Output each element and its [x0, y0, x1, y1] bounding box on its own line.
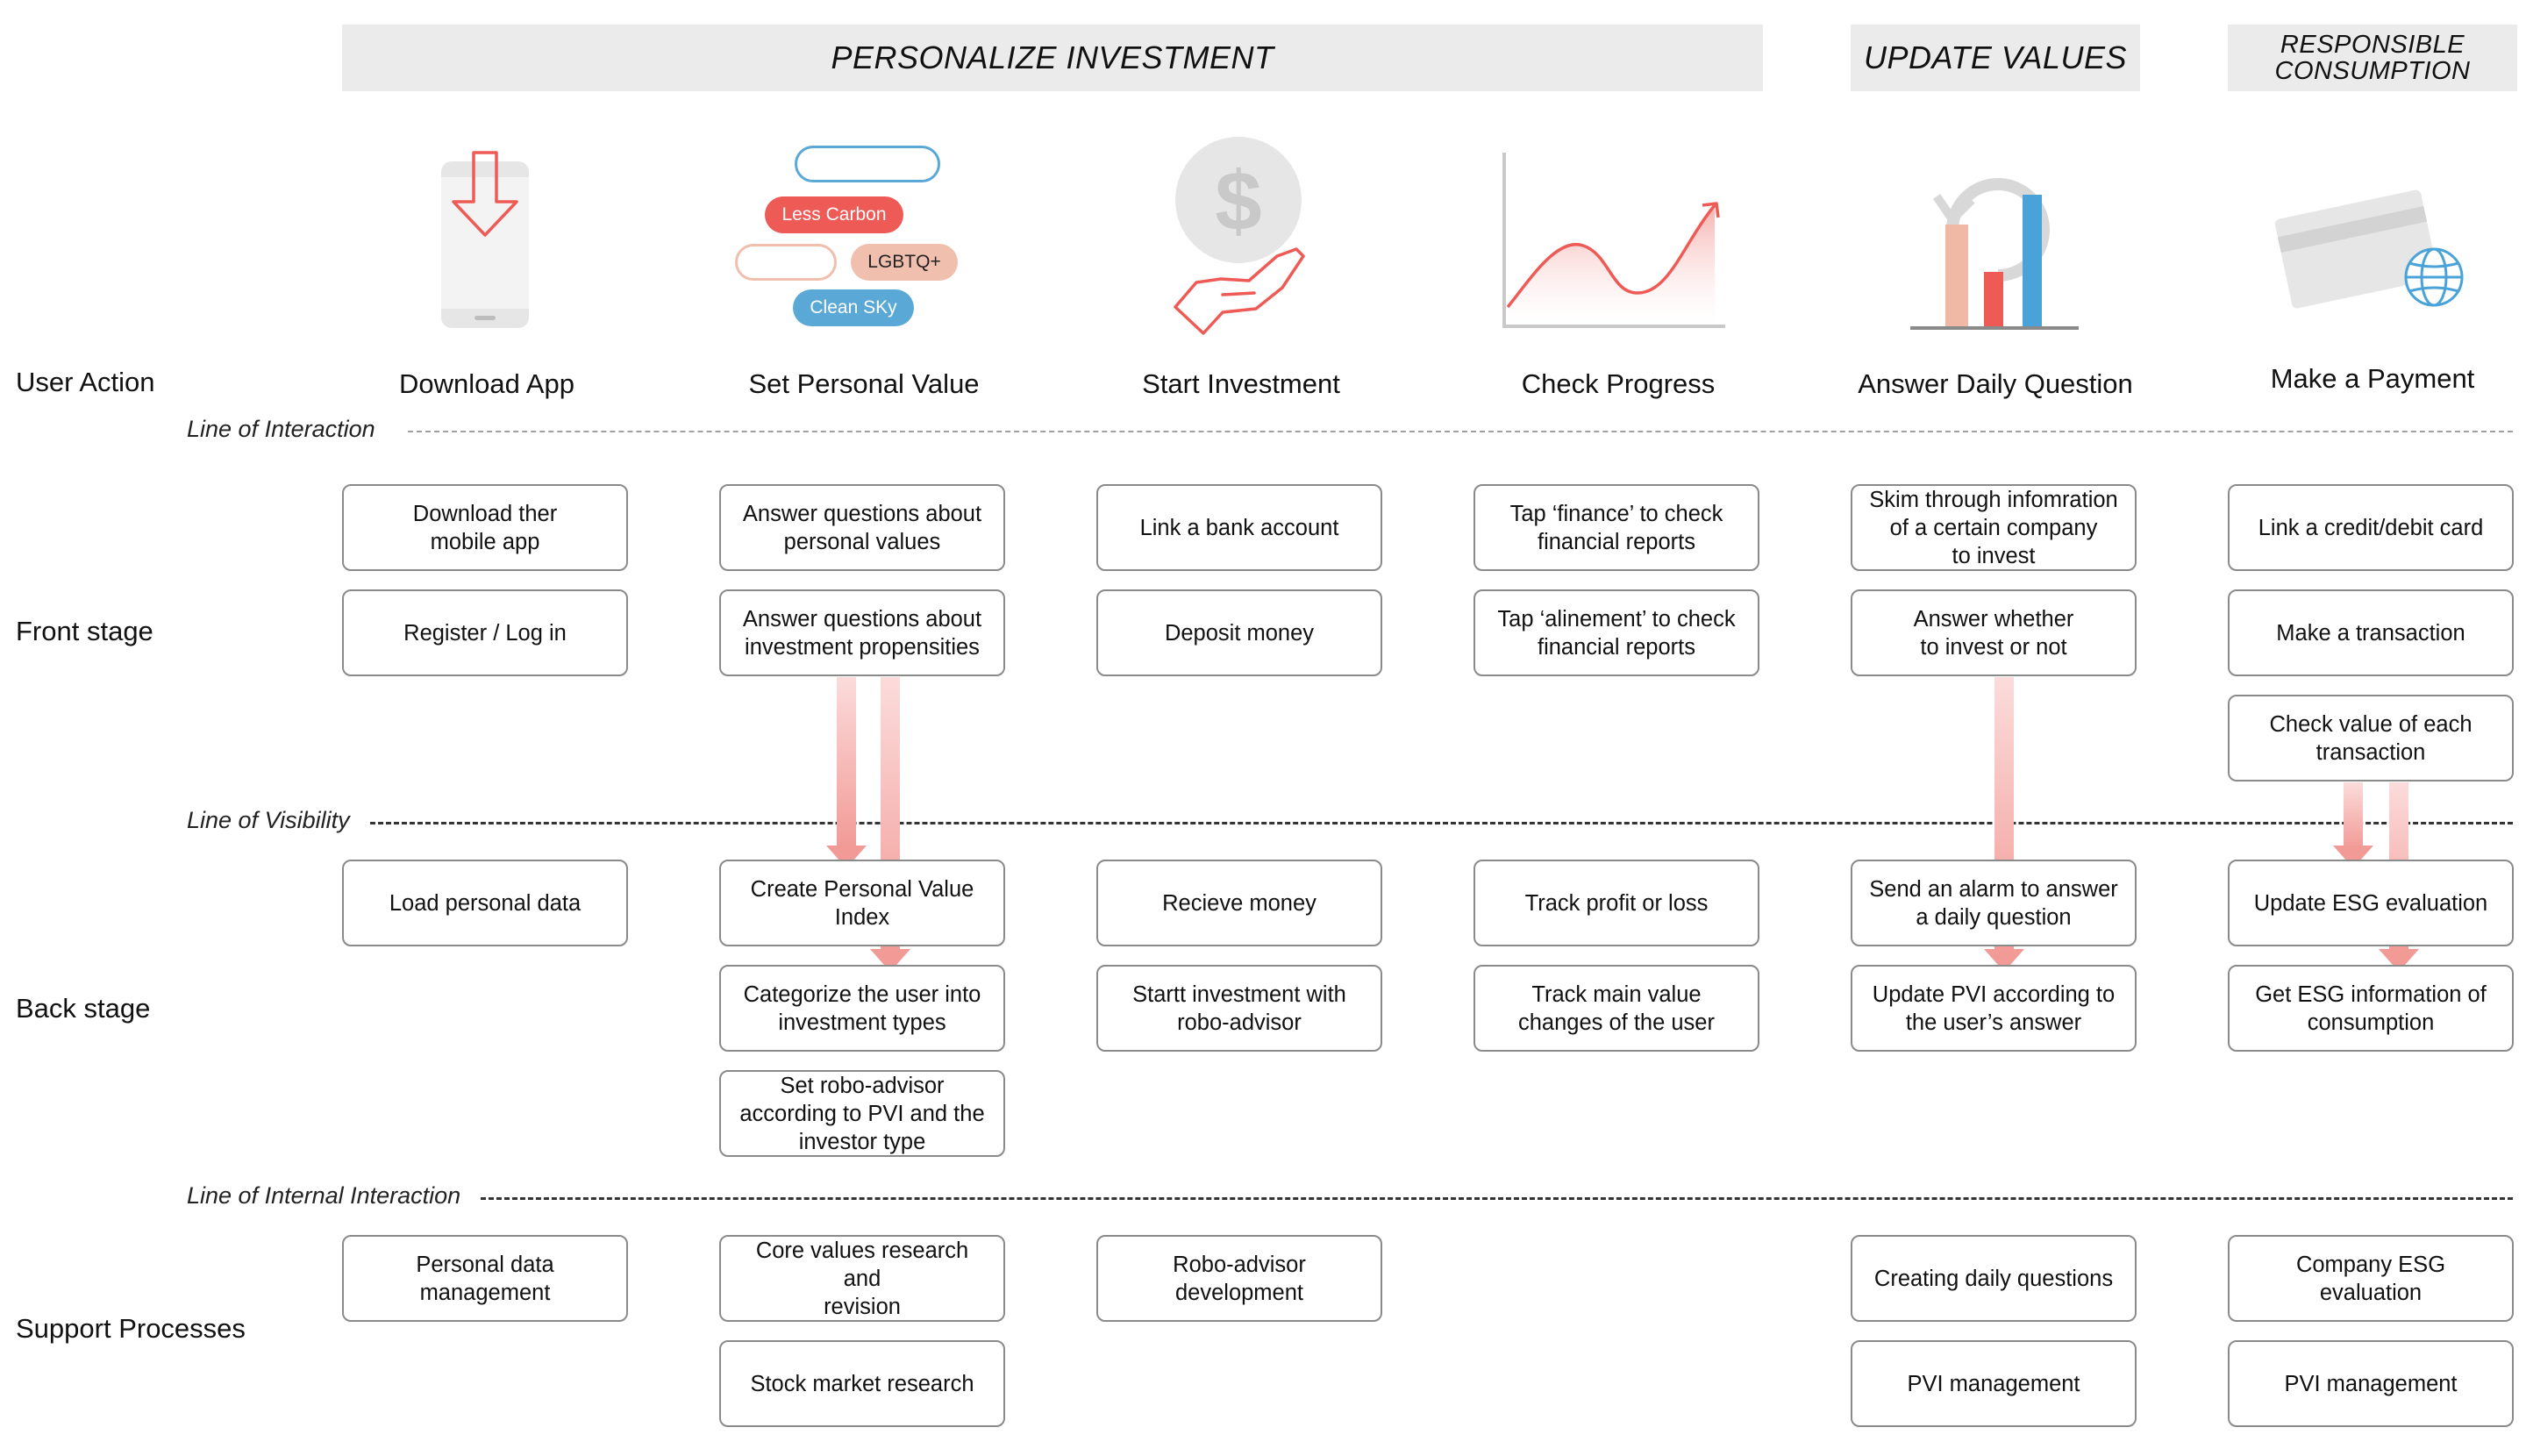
line-of-visibility-label: Line of Visibility	[187, 807, 350, 833]
phase-personalize-investment: PERSONALIZE INVESTMENT	[342, 25, 1763, 91]
front-deposit-money: Deposit money	[1096, 589, 1382, 676]
row-label-front-stage: Front stage	[16, 616, 153, 646]
front-check-transaction-value: Check value of each transaction	[2228, 695, 2514, 782]
back-send-alarm: Send an alarm to answer a daily question	[1851, 860, 2137, 946]
support-company-esg-evaluation: Company ESG evaluation	[2228, 1235, 2514, 1322]
action-set-personal-value: Set Personal Value	[748, 368, 980, 399]
phase-responsible-consumption: RESPONSIBLE CONSUMPTION	[2228, 25, 2517, 91]
action-start-investment: Start Investment	[1142, 368, 1340, 399]
back-categorize-user: Categorize the user into investment type…	[719, 965, 1005, 1052]
back-update-pvi: Update PVI according to the user’s answe…	[1851, 965, 2137, 1052]
tag-clean-sky: Clean SKy	[793, 289, 914, 326]
action-check-progress: Check Progress	[1521, 368, 1716, 399]
back-track-profit-loss: Track profit or loss	[1474, 860, 1759, 946]
back-load-personal-data: Load personal data	[342, 860, 628, 946]
back-track-value-changes: Track main value changes of the user	[1474, 965, 1759, 1052]
dollar-hand-icon: $	[1167, 133, 1324, 344]
front-link-card: Link a credit/debit card	[2228, 484, 2514, 571]
support-pvi-management-1: PVI management	[1851, 1340, 2137, 1427]
support-pvi-management-2: PVI management	[2228, 1340, 2514, 1427]
arrow-check-value-to-esg	[2333, 782, 2373, 868]
line-of-interaction	[408, 431, 2513, 432]
support-personal-data-management: Personal data management	[342, 1235, 628, 1322]
phone-download-icon	[434, 147, 539, 332]
line-of-interaction-label: Line of Interaction	[187, 416, 375, 442]
row-label-user-action: User Action	[16, 367, 155, 397]
row-label-back-stage: Back stage	[16, 993, 151, 1024]
back-update-esg: Update ESG evaluation	[2228, 860, 2514, 946]
svg-text:$: $	[1215, 154, 1261, 248]
support-core-values-research: Core values research and revision	[719, 1235, 1005, 1322]
front-skim-company-info: Skim through infomration of a certain co…	[1851, 484, 2137, 571]
empty-tag-blue	[795, 146, 940, 182]
value-tags-icon: Less Carbon LGBTQ+ Clean SKy	[733, 146, 970, 334]
tag-less-carbon: Less Carbon	[765, 196, 903, 233]
row-label-support-processes: Support Processes	[16, 1313, 246, 1344]
back-receive-money: Recieve money	[1096, 860, 1382, 946]
front-register-login: Register / Log in	[342, 589, 628, 676]
front-tap-alinement: Tap ‘alinement’ to check financial repor…	[1474, 589, 1759, 676]
front-make-transaction: Make a transaction	[2228, 589, 2514, 676]
action-download-app: Download App	[399, 368, 574, 399]
front-answer-personal-values: Answer questions about personal values	[719, 484, 1005, 571]
tag-lgbtq: LGBTQ+	[851, 244, 958, 281]
action-answer-daily-question: Answer Daily Question	[1858, 368, 2133, 399]
support-robo-advisor-development: Robo-advisor development	[1096, 1235, 1382, 1322]
action-make-a-payment: Make a Payment	[2270, 363, 2475, 394]
growth-chart-icon	[1495, 147, 1732, 332]
back-create-pvi: Create Personal Value Index	[719, 860, 1005, 946]
card-globe-icon	[2267, 175, 2478, 316]
back-set-robo-advisor: Set robo-advisor according to PVI and th…	[719, 1070, 1005, 1157]
front-answer-invest-or-not: Answer whether to invest or not	[1851, 589, 2137, 676]
front-tap-finance: Tap ‘finance’ to check financial reports	[1474, 484, 1759, 571]
front-answer-investment-propensities: Answer questions about investment propen…	[719, 589, 1005, 676]
back-get-esg-info: Get ESG information of consumption	[2228, 965, 2514, 1052]
line-of-internal-interaction	[481, 1197, 2513, 1200]
line-of-visibility	[370, 822, 2513, 824]
refresh-bar-chart-icon	[1903, 146, 2087, 334]
arrow-pvq-to-pvi	[826, 677, 867, 868]
support-stock-market-research: Stock market research	[719, 1340, 1005, 1427]
line-of-internal-interaction-label: Line of Internal Interaction	[187, 1182, 461, 1209]
phase-update-values: UPDATE VALUES	[1851, 25, 2140, 91]
back-start-robo-investment: Startt investment with robo-advisor	[1096, 965, 1382, 1052]
front-download-mobile-app: Download ther mobile app	[342, 484, 628, 571]
support-creating-daily-questions: Creating daily questions	[1851, 1235, 2137, 1322]
empty-tag-peach	[735, 244, 837, 281]
front-link-bank-account: Link a bank account	[1096, 484, 1382, 571]
